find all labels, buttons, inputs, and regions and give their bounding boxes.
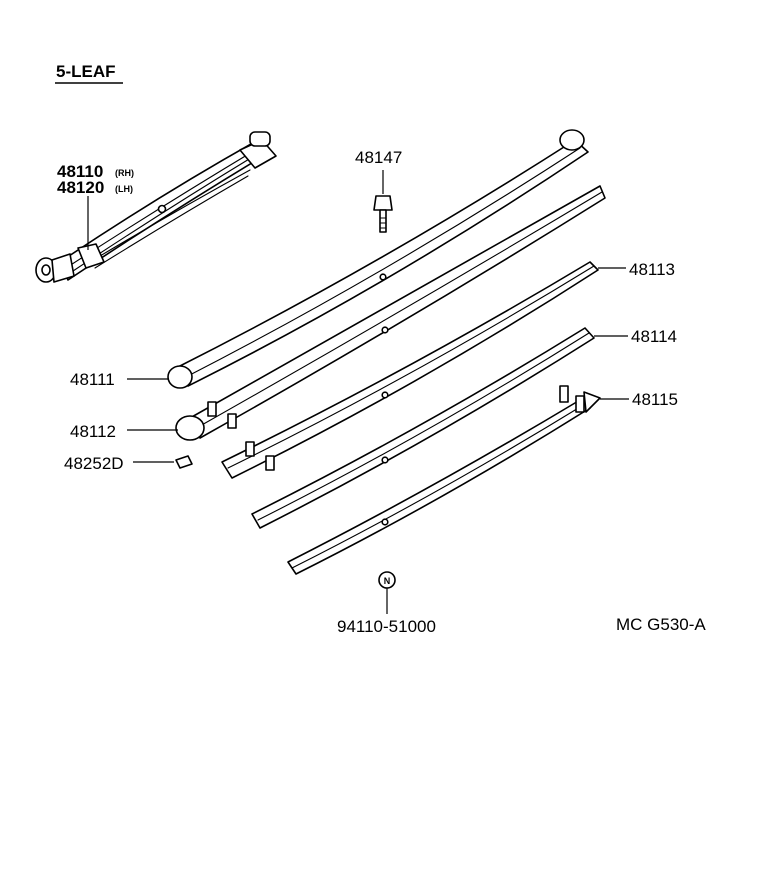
label-assembly-lh-side: (LH) xyxy=(115,184,133,194)
spring-assembly-illustration xyxy=(35,131,277,283)
diagram-code: MC G530-A xyxy=(616,615,706,634)
label-assembly-rh-side: (RH) xyxy=(115,168,134,178)
leaf-48113-illustration xyxy=(221,261,599,479)
label-leaf-48115: 48115 xyxy=(632,390,678,409)
label-assembly-lh-part: 48120 xyxy=(57,178,104,197)
label-leaf-48112: 48112 xyxy=(70,422,116,441)
label-leaf-48111: 48111 xyxy=(70,370,115,389)
leaf-48111-illustration xyxy=(167,129,589,389)
clip-48252d-illustration xyxy=(175,455,193,469)
leaf-48115-illustration xyxy=(287,385,601,575)
center-bolt-illustration xyxy=(373,195,393,233)
leaf-48114-illustration xyxy=(251,327,595,529)
diagram-title: 5-LEAF xyxy=(56,62,116,81)
label-assembly-rh-part: 48110 xyxy=(57,162,103,181)
label-bolt: 48147 xyxy=(355,148,402,167)
label-clip: 48252D xyxy=(64,454,124,473)
label-leaf-48113: 48113 xyxy=(629,260,675,279)
label-rivet: 94110-51000 xyxy=(337,617,436,636)
label-leaf-48114: 48114 xyxy=(631,327,677,346)
rivet-symbol: N xyxy=(384,576,391,586)
leaf-48112-illustration xyxy=(175,185,606,441)
